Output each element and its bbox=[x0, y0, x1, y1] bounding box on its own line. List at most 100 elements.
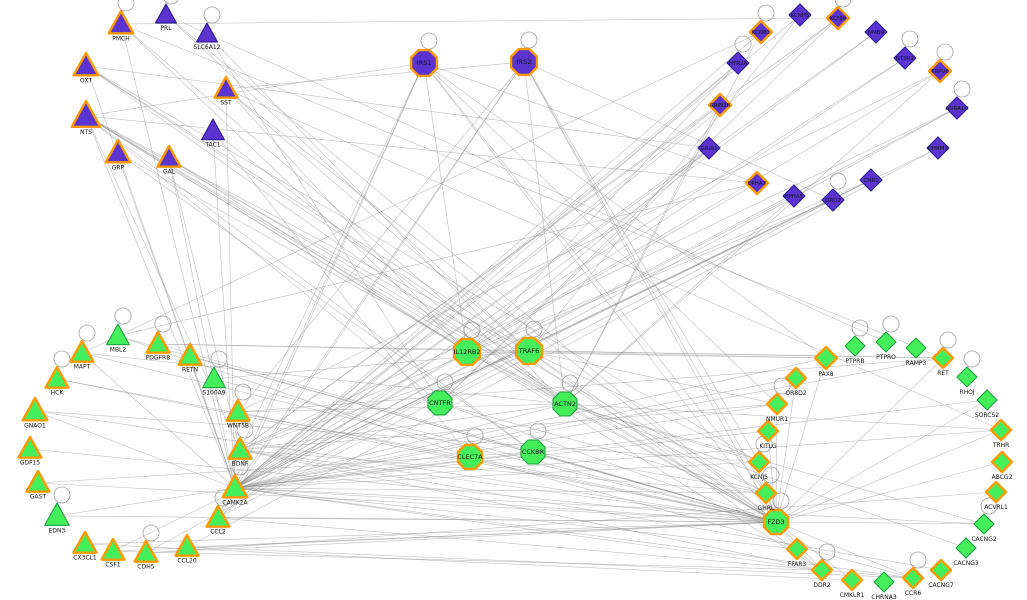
node-RHOJ[interactable] bbox=[956, 366, 978, 388]
node-RAMP3[interactable] bbox=[905, 337, 927, 359]
edge bbox=[775, 429, 1002, 523]
node-OXT[interactable] bbox=[72, 51, 100, 77]
node-GHRL[interactable] bbox=[754, 481, 778, 505]
node-PAX8[interactable] bbox=[813, 345, 839, 371]
node-GAST[interactable] bbox=[25, 469, 51, 493]
node-S100A9[interactable] bbox=[202, 366, 226, 389]
node-MAPT[interactable] bbox=[69, 339, 95, 363]
node-TRAF6[interactable] bbox=[514, 336, 544, 366]
node-SORCS2[interactable] bbox=[976, 389, 998, 411]
edge bbox=[206, 33, 566, 405]
node-KCNH5[interactable] bbox=[788, 3, 812, 27]
node-HCK[interactable] bbox=[44, 365, 70, 389]
node-CACNG3[interactable] bbox=[955, 537, 977, 559]
edge bbox=[234, 357, 944, 489]
node-TRHR[interactable] bbox=[989, 418, 1013, 442]
node-CMKLR1[interactable] bbox=[840, 568, 864, 592]
node-PRL[interactable] bbox=[155, 3, 177, 24]
edge bbox=[466, 62, 739, 353]
node-KITLG[interactable] bbox=[756, 419, 780, 443]
node-CSF1[interactable] bbox=[100, 537, 126, 561]
node-IRS1[interactable] bbox=[409, 48, 439, 78]
node-ABCG2[interactable] bbox=[990, 450, 1014, 474]
node-TAC1[interactable] bbox=[201, 118, 225, 141]
node-CHRNA3[interactable] bbox=[873, 571, 895, 593]
node-NMBR[interactable] bbox=[864, 20, 888, 44]
node-CLEC7A[interactable] bbox=[456, 443, 484, 471]
node-WNT5B[interactable] bbox=[225, 398, 251, 422]
node-NTSR2[interactable] bbox=[893, 46, 917, 70]
self-loop-edge bbox=[236, 421, 254, 439]
node-SST[interactable] bbox=[213, 75, 239, 99]
node-RETN[interactable] bbox=[177, 342, 203, 366]
node-EPHA5[interactable] bbox=[782, 184, 806, 208]
edge bbox=[423, 62, 468, 353]
node-CCL20[interactable] bbox=[174, 533, 200, 557]
node-RET[interactable] bbox=[931, 346, 955, 370]
node-OR8D2[interactable] bbox=[784, 366, 808, 390]
node-CCR6[interactable] bbox=[901, 566, 925, 590]
edge bbox=[217, 31, 877, 519]
node-PDGFRB[interactable] bbox=[145, 330, 171, 354]
node-CHRM3[interactable] bbox=[926, 136, 950, 160]
edge bbox=[237, 403, 566, 413]
edge bbox=[239, 449, 767, 494]
node-CNTFR[interactable] bbox=[427, 390, 453, 416]
node-EDN3[interactable] bbox=[44, 502, 70, 526]
edge bbox=[34, 410, 777, 523]
node-BDNF[interactable] bbox=[227, 436, 253, 460]
self-loop-edge bbox=[529, 422, 547, 440]
self-loop-edge bbox=[78, 324, 96, 342]
node-HTR2A[interactable] bbox=[726, 51, 750, 75]
edge bbox=[234, 403, 778, 489]
node-GDF15[interactable] bbox=[17, 435, 43, 459]
node-label: CHRNA3 bbox=[871, 594, 896, 600]
node-KCNB1[interactable] bbox=[748, 19, 774, 45]
edge bbox=[234, 182, 758, 489]
node-PTPRO[interactable] bbox=[875, 331, 897, 353]
node-FZD3[interactable] bbox=[762, 508, 790, 536]
node-GRIN2B[interactable] bbox=[707, 92, 733, 118]
node-label: EDN3 bbox=[49, 527, 66, 534]
node-GAL[interactable] bbox=[156, 144, 182, 168]
node-PMCH[interactable] bbox=[107, 9, 135, 35]
node-ADRA1D[interactable] bbox=[945, 96, 969, 120]
self-loop-edge bbox=[773, 377, 791, 395]
node-DRD2[interactable] bbox=[821, 188, 845, 212]
node-EPHA7[interactable] bbox=[744, 170, 770, 196]
node-CACNG7[interactable] bbox=[929, 558, 953, 582]
node-GRIA1[interactable] bbox=[697, 136, 721, 160]
node-MBL2[interactable] bbox=[106, 323, 130, 346]
edge bbox=[239, 199, 834, 451]
node-CAMK2A[interactable] bbox=[221, 473, 249, 499]
node-ACTN2[interactable] bbox=[552, 391, 578, 417]
node-NTS[interactable] bbox=[70, 99, 102, 129]
node-CDH5[interactable] bbox=[133, 539, 159, 563]
node-GNAO1[interactable] bbox=[21, 396, 49, 422]
node-DDR2[interactable] bbox=[810, 558, 834, 582]
node-label: ABCG2 bbox=[992, 474, 1013, 481]
node-CCKBR[interactable] bbox=[520, 439, 546, 465]
node-GRP[interactable] bbox=[104, 138, 132, 164]
node-KCNJ5[interactable] bbox=[747, 450, 771, 474]
edge bbox=[767, 430, 777, 523]
edge bbox=[234, 31, 877, 489]
node-CX3CL1[interactable] bbox=[72, 530, 98, 554]
node-CCL2[interactable] bbox=[205, 504, 231, 528]
node-TRPV6[interactable] bbox=[927, 58, 953, 84]
node-IL12RB2[interactable] bbox=[452, 337, 482, 367]
node-CACNG2[interactable] bbox=[973, 513, 995, 535]
node-IRS2[interactable] bbox=[509, 47, 539, 77]
node-ACVRL1[interactable] bbox=[984, 480, 1008, 504]
edge bbox=[157, 343, 827, 359]
node-PTPRB[interactable] bbox=[844, 335, 866, 357]
node-FFAR3[interactable] bbox=[785, 537, 809, 561]
edge bbox=[466, 351, 777, 523]
edge bbox=[237, 357, 944, 413]
node-NMUR1[interactable] bbox=[765, 392, 789, 416]
node-KCNJ9[interactable] bbox=[825, 5, 851, 31]
node-SLC6A12[interactable] bbox=[196, 22, 218, 43]
node-CNR1[interactable] bbox=[859, 168, 883, 192]
node-label: NTS bbox=[80, 129, 92, 136]
